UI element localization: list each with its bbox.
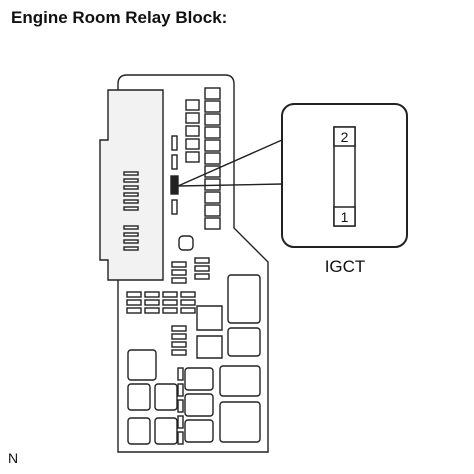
- relay-name-label: IGCT: [325, 257, 366, 276]
- relay-block-b: [127, 383, 151, 411]
- relay-block-c: [154, 383, 178, 411]
- odd-relay-upper: [196, 305, 223, 331]
- relay-pin-2-label: 2: [341, 129, 349, 145]
- relay-block-i: [219, 365, 261, 397]
- diagram-title: Engine Room Relay Block:: [11, 8, 228, 27]
- relay-block-h: [184, 419, 214, 443]
- large-relay-mid: [227, 327, 261, 357]
- cover-slots: [123, 171, 139, 251]
- side-cover: [99, 89, 164, 281]
- relay-pin-1-box: [333, 206, 356, 227]
- relay-block-a: [127, 349, 157, 381]
- fuse-column-middle: [185, 99, 200, 163]
- odd-relay-lower: [196, 335, 223, 359]
- mini-fuses-lower: [177, 367, 184, 445]
- igct-callout: [281, 103, 408, 248]
- relay-block-e: [154, 417, 178, 445]
- relay-block-j: [219, 401, 261, 443]
- relay-block-f: [184, 367, 214, 391]
- footer-code: N: [8, 450, 19, 466]
- relay-pin-1-label: 1: [341, 209, 349, 225]
- large-relay-upper: [227, 274, 261, 324]
- relay-block-d: [127, 417, 151, 445]
- relay-block-g: [184, 393, 214, 417]
- fuse-column-right: [204, 87, 221, 230]
- round-relay: [178, 235, 194, 251]
- relay-pin-2-box: [333, 126, 356, 147]
- callout-leader: [177, 139, 283, 187]
- igct-slot: [170, 175, 179, 195]
- fuse-rows-middle: [126, 257, 210, 356]
